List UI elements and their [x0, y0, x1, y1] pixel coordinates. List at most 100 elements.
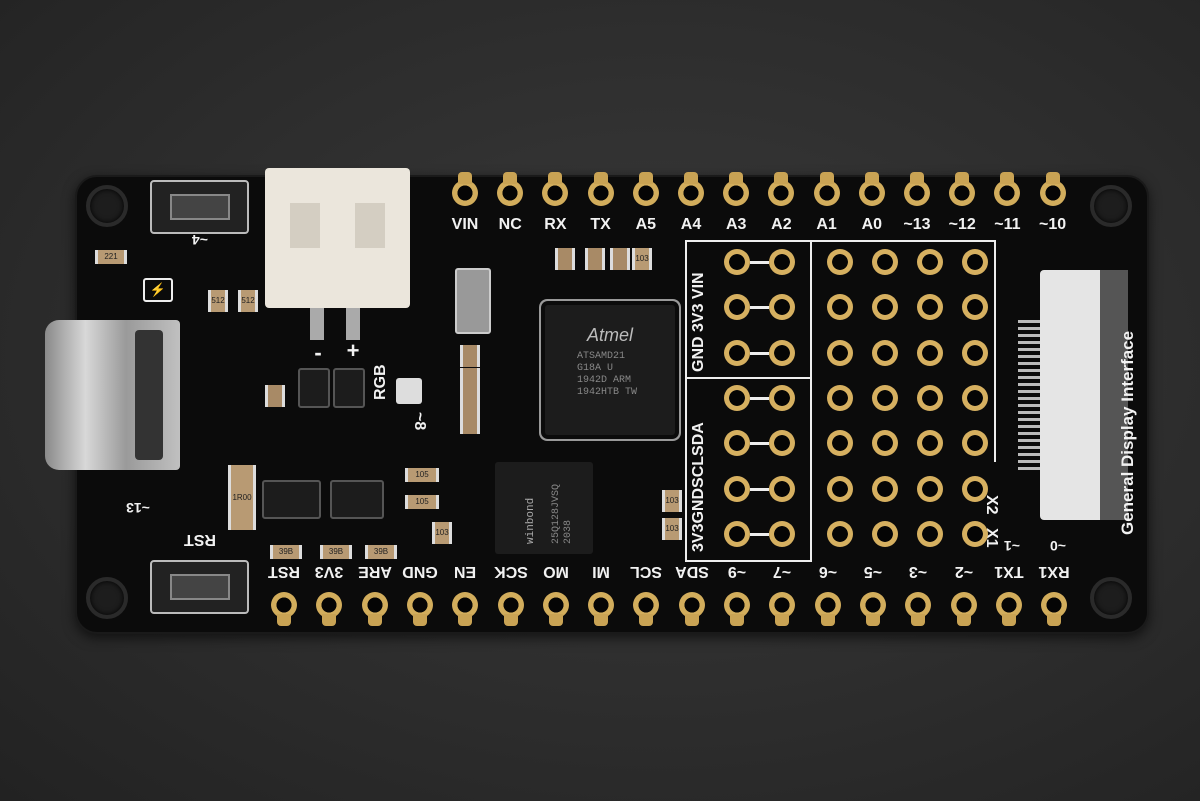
smd-resistor: 39B — [365, 545, 397, 559]
proto-hole — [827, 384, 853, 411]
smd-resistor: 39B — [270, 545, 302, 559]
connector-slot — [355, 203, 385, 248]
smd-resistor: 221 — [95, 250, 127, 264]
proto-hole — [917, 384, 943, 411]
header-pin-RX1[interactable] — [1041, 592, 1068, 626]
header-pin-MI[interactable] — [588, 592, 615, 626]
header-pin-SCL[interactable] — [633, 592, 660, 626]
header-pin-A3[interactable] — [723, 172, 750, 206]
rgb-led — [396, 378, 422, 404]
header-pin-SCK[interactable] — [497, 592, 524, 626]
plus-label: + — [346, 338, 360, 363]
pin-label: ~12 — [948, 216, 976, 233]
header-pin-pwm13[interactable] — [904, 172, 930, 206]
mounting-hole — [86, 185, 128, 227]
proto-hole — [827, 520, 853, 547]
pin-label: A3 — [725, 216, 747, 233]
proto-hole — [827, 475, 853, 502]
mounting-hole — [1090, 185, 1132, 227]
proto-hole — [724, 475, 750, 502]
pin-label: ~11 — [994, 216, 1021, 233]
header-pin-VIN[interactable] — [452, 172, 478, 206]
jumper-trace — [750, 487, 769, 491]
x2-label: X2 — [983, 495, 1000, 515]
header-pin-A4[interactable] — [678, 172, 704, 206]
smd-resistor: 105 — [405, 468, 439, 482]
smd-capacitor — [585, 248, 605, 270]
battery-charge-icon: ⚡ — [143, 278, 173, 302]
header-pin-TX[interactable] — [587, 172, 614, 206]
proto-hole — [962, 339, 988, 366]
smd-ic — [330, 480, 384, 519]
smd-resistor: 105 — [405, 495, 439, 509]
proto-hole — [872, 430, 898, 457]
proto-hole — [962, 430, 988, 457]
smd-capacitor — [610, 248, 630, 270]
pin-label: SCL — [630, 563, 663, 580]
proto-hole — [872, 249, 898, 275]
pin-label: ~6 — [818, 563, 837, 580]
header-pin-pwm7[interactable] — [769, 592, 796, 626]
header-pin-A1[interactable] — [813, 172, 840, 206]
smd-ic — [333, 368, 365, 408]
grid-labels-top: GND 3V3 VIN — [690, 272, 707, 372]
proto-hole — [872, 294, 898, 321]
proto-hole — [724, 520, 750, 547]
header-pin-A0[interactable] — [858, 172, 885, 206]
flash-text: 25Q128JVSQ 2038 — [551, 483, 574, 544]
breakout-box-right — [810, 240, 996, 462]
connector-slot — [290, 203, 320, 248]
pin-label: RX — [544, 216, 567, 233]
breakout-box-left — [685, 240, 812, 562]
proto-hole — [827, 339, 853, 366]
usb-c-shell — [135, 330, 163, 460]
header-pin-RST[interactable] — [271, 592, 297, 626]
header-pin-TX1[interactable] — [995, 592, 1022, 626]
header-pin-pwm12[interactable] — [949, 172, 976, 206]
pin-label: ~5 — [863, 563, 883, 580]
battery-connector — [265, 168, 410, 308]
mounting-hole — [86, 577, 128, 619]
proto-hole — [917, 520, 943, 547]
jumper-trace — [750, 306, 769, 310]
header-pin-pwm9[interactable] — [724, 592, 750, 626]
smd-resistor: 103 — [662, 490, 682, 512]
proto-hole — [872, 520, 898, 547]
header-pin-NC[interactable] — [497, 172, 524, 206]
header-pin-A2[interactable] — [768, 172, 795, 206]
usb-c-port[interactable] — [45, 320, 180, 470]
grid-labels-bottom: 3V3GNDSCLSDA — [690, 422, 707, 552]
pin-label: A2 — [771, 216, 792, 233]
header-pin-ARE[interactable] — [361, 592, 388, 626]
header-pin-RX[interactable] — [542, 172, 569, 206]
header-pin-pwm2[interactable] — [950, 592, 977, 626]
proto-hole — [827, 249, 853, 275]
smd-capacitor — [460, 390, 480, 412]
smd-capacitor — [460, 345, 480, 367]
header-pin-pwm10[interactable] — [1039, 172, 1066, 206]
proto-hole — [769, 249, 795, 275]
proto-hole — [917, 430, 943, 457]
rx1-tilde-label: ~0 — [1050, 538, 1066, 554]
header-pin-pwm5[interactable] — [859, 592, 886, 626]
connector-latch — [1100, 270, 1128, 520]
header-pin-3V3[interactable] — [316, 592, 343, 626]
header-pin-pwm6[interactable] — [814, 592, 841, 626]
header-pin-pwm11[interactable] — [994, 172, 1021, 206]
header-pin-GND[interactable] — [406, 592, 433, 626]
pin-label: ~10 — [1039, 216, 1067, 233]
pin-label: TX — [590, 216, 611, 233]
header-pin-MO[interactable] — [542, 592, 569, 626]
proto-hole — [872, 384, 898, 411]
header-pin-EN[interactable] — [452, 592, 479, 626]
proto-hole — [827, 294, 853, 321]
proto-hole — [724, 339, 750, 366]
header-pin-A5[interactable] — [632, 172, 659, 206]
user-button[interactable] — [150, 180, 249, 234]
header-pin-SDA[interactable] — [678, 592, 705, 626]
proto-hole — [962, 294, 988, 321]
reset-button[interactable] — [150, 560, 249, 614]
pin-label: EN — [454, 563, 477, 580]
pin-label: SDA — [674, 563, 709, 580]
header-pin-pwm3[interactable] — [905, 592, 932, 626]
